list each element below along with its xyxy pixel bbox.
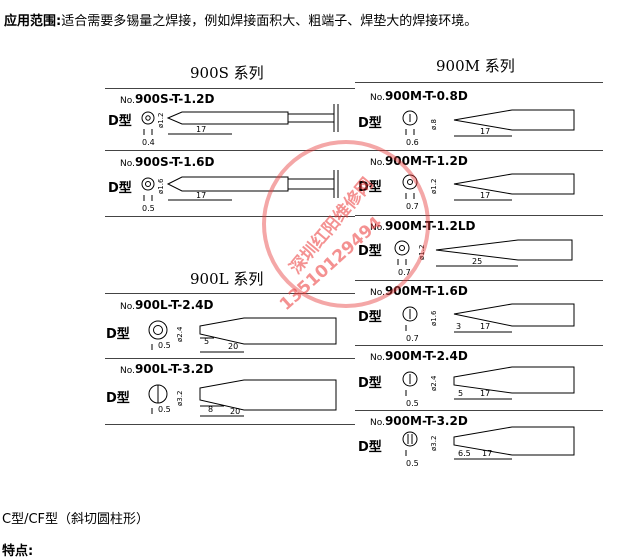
length-label: 5 [458,389,463,398]
face-label: 0.7 [406,334,419,343]
tip-drawing-900m-t-3.2d: 6.5 17 0.5 ø3.2 [402,426,575,468]
length-label: 20 [230,407,240,416]
length-label: 25 [472,257,482,266]
divider [355,345,603,346]
length-label: 17 [196,191,206,200]
face-label: 0.5 [142,204,155,213]
type-label: D型 [108,114,132,129]
divider [355,215,603,216]
type-label: D型 [106,391,130,406]
divider [105,216,355,217]
face-label: 0.6 [406,138,419,147]
tip-drawing-900m-t-1.6d: 3 17 0.7 ø1.6 [402,303,575,343]
length-label: 6.5 [458,449,471,458]
divider [105,88,355,89]
length-label: 20 [228,342,238,351]
diameter-label: ø1.2 [157,113,165,128]
intro-text: 适合需要多锡量之焊接，例如焊接面积大、粗端子、焊垫大的焊接环境。 [61,14,478,29]
length-label: 5 [204,337,209,346]
tip-drawing-900l-t-2.4d: 5 20 0.5 ø2.4 [148,317,337,353]
model-label: No.900L-T-3.2D [120,362,214,376]
face-label: 0.5 [158,405,171,414]
intro-paragraph: 应用范围:适合需要多锡量之焊接，例如焊接面积大、粗端子、焊垫大的焊接环境。 [4,10,477,29]
tip-drawing-900m-t-0.8d: 17 0.6 ø.8 [402,109,575,147]
length-label: 17 [480,127,490,136]
divider [355,410,603,411]
diameter-label: ø2.4 [176,326,184,342]
divider [105,150,355,151]
length-label: 17 [480,322,490,331]
model-label: No.900L-T-2.4D [120,298,214,312]
model-label: No.900M-T-3.2D [370,414,468,428]
divider [105,293,355,294]
type-label: D型 [358,116,382,131]
divider [355,82,603,83]
model-label: No.900S-T-1.6D [120,155,215,169]
diameter-label: ø3.2 [176,391,184,406]
diameter-label: ø.8 [430,119,438,130]
diameter-label: ø3.2 [430,436,438,451]
divider [355,150,603,151]
face-label: 0.5 [406,399,419,408]
section-900l-title: 900L 系列 [190,270,264,288]
tip-drawing-900s-t-1.2d: 17 0.4 ø1.2 [141,104,339,147]
length-label: 17 [480,191,490,200]
face-label: 0.4 [142,138,155,147]
length-label: 17 [196,125,206,134]
length-label: 3 [456,322,461,331]
diameter-label: ø2.4 [430,375,438,391]
diameter-label: ø1.6 [157,178,165,194]
length-label: 8 [208,405,213,414]
tip-drawing-900l-t-3.2d: 8 20 0.5 ø3.2 [148,379,337,417]
type-label: D型 [358,310,382,325]
divider [105,424,355,425]
watermark-seal [262,140,430,308]
type-label: D型 [108,181,132,196]
divider [355,280,603,281]
face-label: 0.5 [406,459,419,468]
model-label: No.900S-T-1.2D [120,92,215,106]
length-label: 17 [482,449,492,458]
type-label: D型 [106,327,130,342]
model-label: No.900M-T-0.8D [370,89,468,103]
tip-drawing-900m-t-2.4d: 5 17 0.5 ø2.4 [402,366,575,408]
diameter-label: ø1.6 [430,310,438,326]
type-label: D型 [358,440,382,455]
diameter-label: ø1.2 [430,179,438,194]
divider [105,358,355,359]
type-label: D型 [358,376,382,391]
section-900m-title: 900M 系列 [436,57,515,75]
length-label: 17 [480,389,490,398]
model-label: No.900M-T-2.4D [370,349,468,363]
intro-label: 应用范围: [4,14,62,29]
features-heading: 特点: [2,544,34,559]
section-caption: C型/CF型（斜切圆柱形） [2,512,150,527]
section-900s-title: 900S 系列 [190,64,264,82]
face-label: 0.5 [158,341,171,350]
